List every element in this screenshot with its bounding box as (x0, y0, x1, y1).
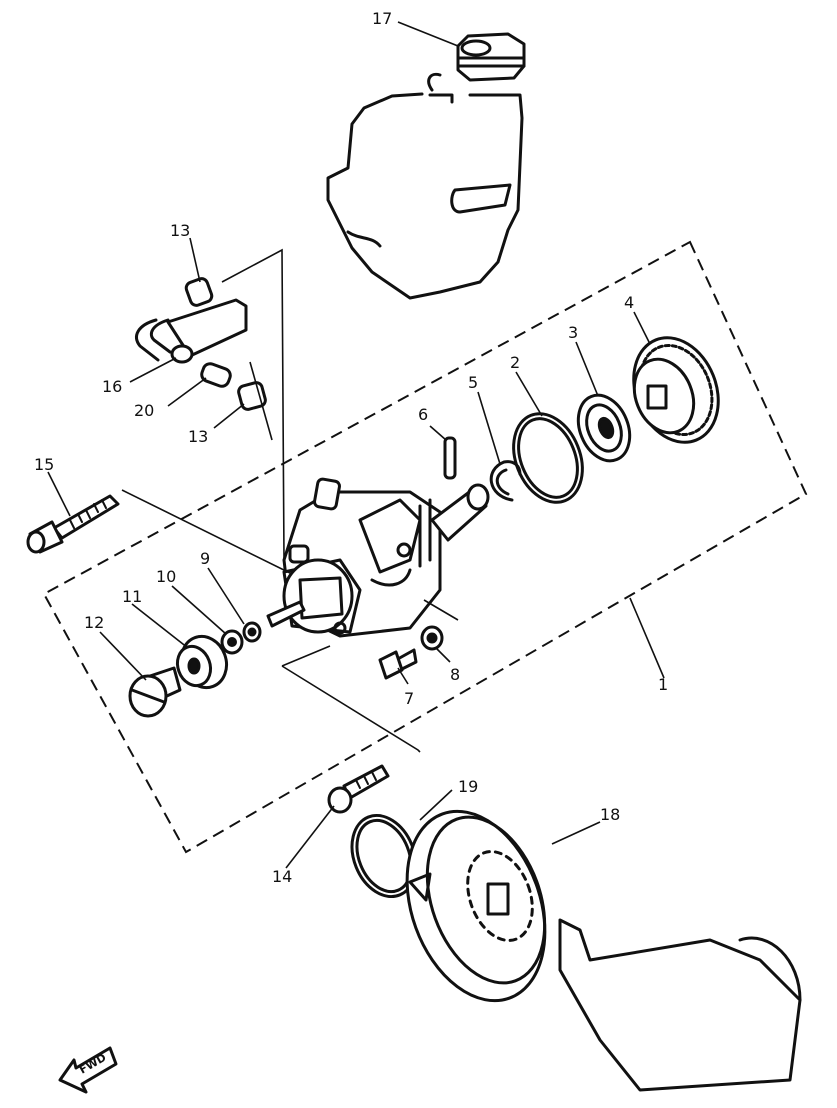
part-6-pin (443, 436, 457, 480)
callout-7: 7 (404, 689, 414, 708)
part-11-nut (175, 634, 229, 690)
callout-12: 12 (84, 613, 104, 632)
callout-18: 18 (600, 805, 620, 824)
callout-9: 9 (200, 549, 210, 568)
part-14-bolt (327, 764, 390, 814)
callout-2: 2 (510, 353, 520, 372)
leader-lines (47, 21, 665, 869)
callout-1: 1 (658, 675, 668, 694)
callout-17: 17 (372, 9, 392, 28)
assembly-boundary (42, 240, 808, 854)
engine-outline (326, 72, 524, 300)
callout-11: 11 (122, 587, 142, 606)
callout-16: 16 (102, 377, 122, 396)
part-2-o-ring (512, 412, 584, 504)
callout-13-bottom: 13 (188, 427, 208, 446)
part-5-circlip (489, 460, 522, 502)
oil-pump-body (266, 477, 490, 638)
callout-labels: 17 2 3 4 5 6 7 8 9 10 11 12 13 16 20 13 … (34, 9, 668, 886)
callout-13-top: 13 (170, 221, 190, 240)
part-10-washer (220, 629, 244, 655)
callout-5: 5 (468, 373, 478, 392)
part-7-bolt (378, 648, 418, 680)
part-15-bolt (26, 489, 293, 575)
callout-14: 14 (272, 867, 292, 886)
part-8-washer (420, 625, 444, 651)
callout-8: 8 (450, 665, 460, 684)
part-18-rotor (405, 809, 802, 1092)
callout-10: 10 (156, 567, 176, 586)
breather-pipe-group (135, 248, 285, 561)
callout-20: 20 (134, 401, 154, 420)
leader-8-7-group (281, 599, 459, 753)
part-17-cap (456, 32, 526, 82)
part-4-gear (632, 336, 720, 444)
part-12-plug (128, 666, 182, 718)
part-9-washer (242, 621, 262, 643)
callout-19: 19 (458, 777, 478, 796)
callout-3: 3 (568, 323, 578, 342)
part-3-bearing (576, 393, 632, 463)
callout-4: 4 (624, 293, 634, 312)
callout-15: 15 (34, 455, 54, 474)
callout-6: 6 (418, 405, 428, 424)
fwd-direction-arrow: FWD (58, 1046, 118, 1094)
